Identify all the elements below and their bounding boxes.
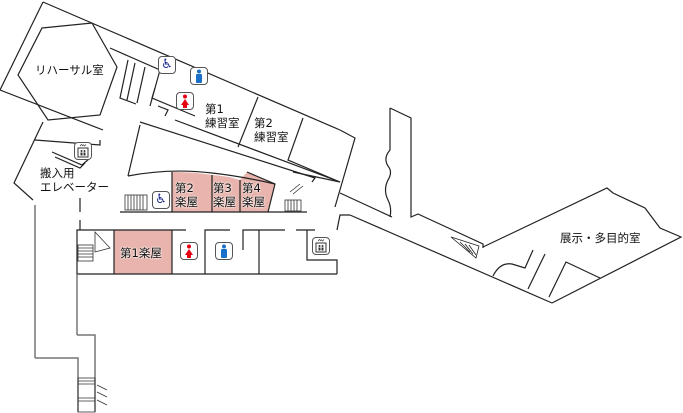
room-label-line: 楽屋 (213, 195, 236, 209)
dressing-room-1-area (114, 230, 172, 274)
dressing-room-2-area (172, 172, 212, 212)
room-label-line: 搬入用 (40, 166, 75, 180)
room-label-freight-elevator: 搬入用エレベーター (40, 166, 109, 194)
female-toilet-icon (180, 242, 198, 260)
stairs (124, 194, 148, 211)
room-label-exhibition: 展示・多目的室 (560, 231, 641, 245)
room-label-line: 練習室 (205, 116, 240, 130)
room-label-line: 練習室 (254, 130, 289, 144)
elevator-icon (74, 142, 92, 160)
wheelchair-icon: ♿ (158, 56, 176, 74)
room-label-line: 第2 (175, 181, 194, 195)
room-label-dressing-1: 第1楽屋 (120, 246, 162, 260)
room-label-line: 楽屋 (242, 195, 265, 209)
rehearsal-room-outline (17, 22, 118, 121)
male-toilet-icon (215, 242, 233, 260)
female-toilet-icon (176, 92, 194, 110)
wheelchair-icon: ♿ (152, 191, 170, 209)
elevator-icon (312, 237, 330, 255)
dressing-room-3-area (212, 175, 240, 212)
room-label-line: 第1 (205, 102, 224, 116)
room-label-line: 第3 (213, 181, 232, 195)
room-label-line: エレベーター (40, 180, 109, 194)
room-label-line: 第4 (242, 181, 261, 195)
male-toilet-icon (190, 67, 208, 85)
room-label-line: 楽屋 (175, 195, 198, 209)
room-label-rehearsal: リハーサル室 (35, 63, 104, 77)
room-label-line: 第2 (254, 116, 273, 130)
